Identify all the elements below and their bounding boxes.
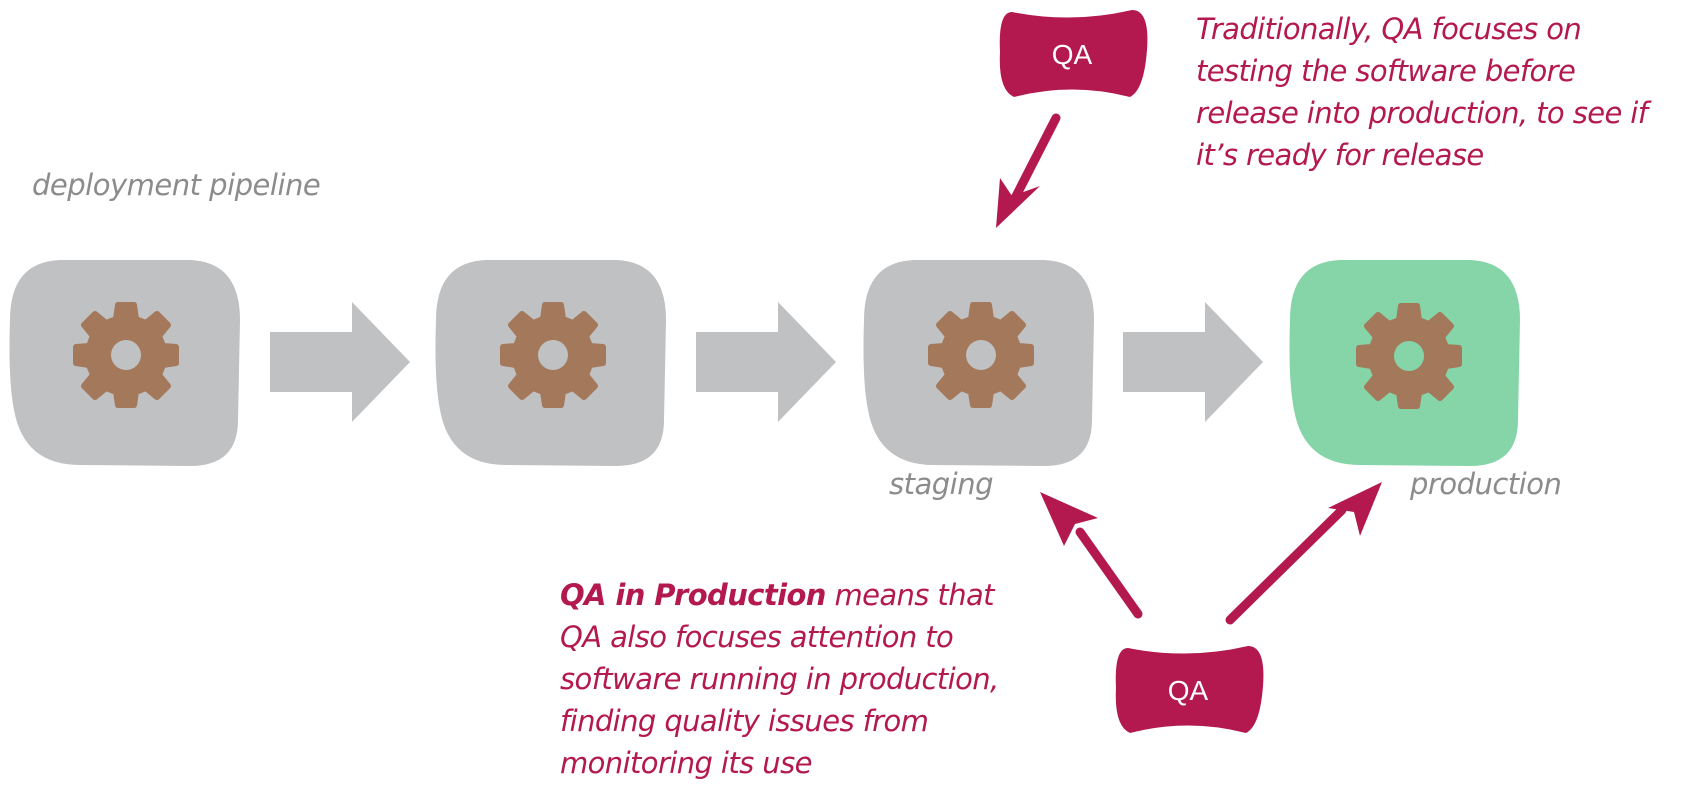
stage-box-2: [435, 260, 666, 466]
qa-badge-top: QA: [999, 10, 1148, 97]
qa-badge-bottom: QA: [1115, 646, 1264, 733]
note-line: finding quality issues from: [560, 704, 929, 738]
pipeline-arrow-1: [270, 302, 410, 422]
note-line: monitoring its use: [560, 746, 812, 780]
note-line: QA also focuses attention to: [560, 620, 954, 654]
qa-badge-top-label: QA: [1052, 39, 1093, 70]
qa-arrow-to-staging-top: [996, 113, 1061, 228]
gear-hole: [966, 340, 996, 370]
stage-label-staging: staging: [889, 467, 994, 501]
note-line: release into production, to see if: [1196, 96, 1648, 130]
note-line: it’s ready for release: [1196, 138, 1484, 172]
stage-box-1: [9, 260, 240, 466]
qa-arrow-to-production: [1225, 482, 1382, 625]
note-emphasis: QA in Production: [560, 578, 826, 612]
note-line: testing the software before: [1196, 54, 1576, 88]
stage-label-production: production: [1410, 467, 1562, 501]
note-traditional-qa: Traditionally, QA focuses on testing the…: [1196, 8, 1684, 176]
gear-hole: [538, 340, 568, 370]
gear-hole: [111, 340, 141, 370]
note-text: means that: [825, 578, 994, 612]
note-line: software running in production,: [560, 662, 999, 696]
note-qa-in-production: QA in Production means that QA also focu…: [560, 574, 1080, 784]
qa-arrow-to-staging-bottom: [1040, 492, 1143, 619]
qa-badge-bottom-label: QA: [1168, 675, 1209, 706]
pipeline-arrow-2: [696, 302, 836, 422]
stage-box-staging: [863, 260, 1094, 466]
gear-hole: [1394, 341, 1424, 371]
note-line: QA in Production means that: [560, 574, 1080, 616]
note-line: Traditionally, QA focuses on: [1196, 12, 1582, 46]
pipeline-title: deployment pipeline: [32, 168, 321, 202]
pipeline-arrow-3: [1123, 302, 1263, 422]
stage-box-production: [1289, 260, 1520, 466]
